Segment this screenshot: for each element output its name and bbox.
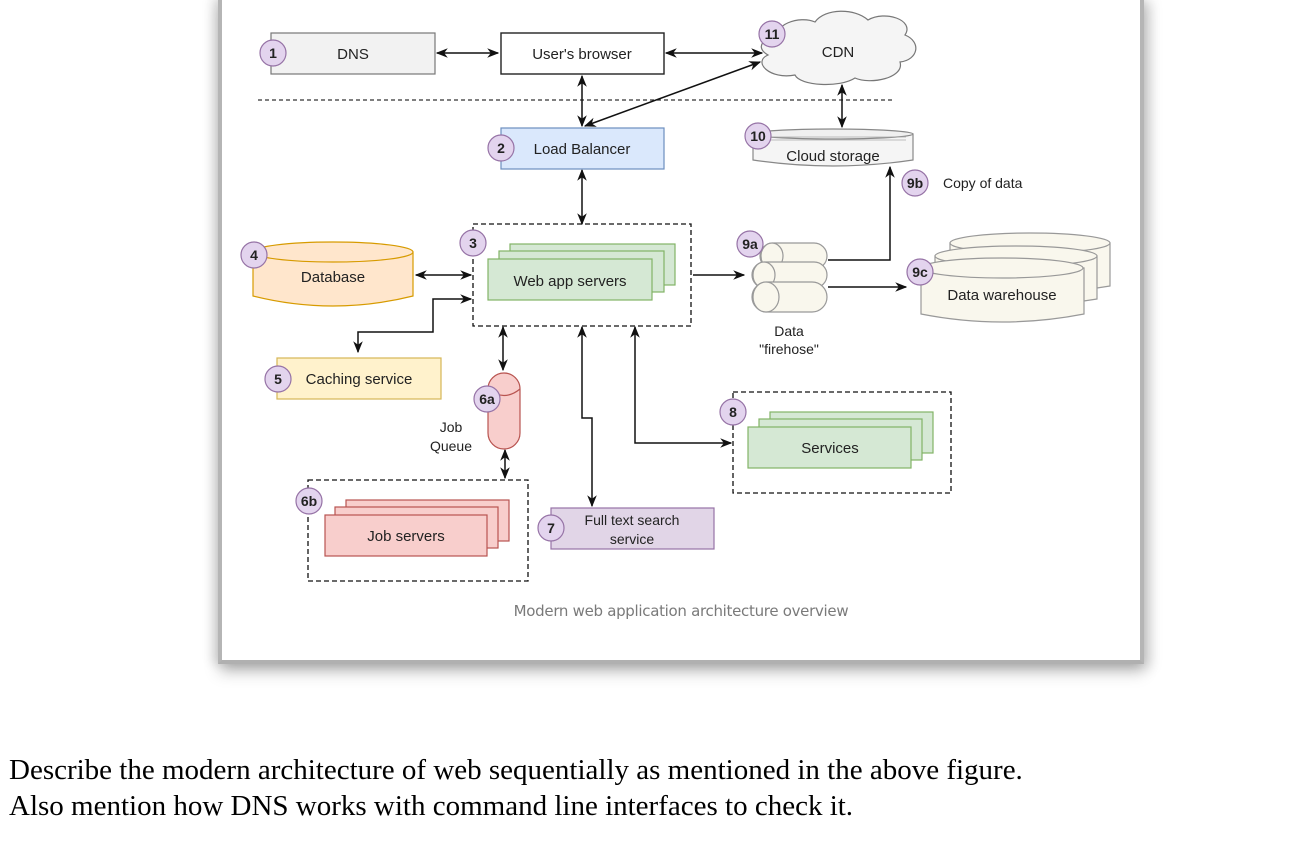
caching-service-node: Caching service bbox=[276, 357, 442, 400]
database-label: Database bbox=[301, 269, 365, 286]
edge-loadbalancer-cdn bbox=[583, 61, 762, 127]
badges: 1 2 3 4 5 6a 6b 7 8 9a 9b 9c 10 11 bbox=[240, 20, 934, 542]
services-group: Services bbox=[732, 391, 952, 494]
badge-3: 3 bbox=[459, 229, 487, 257]
data-firehose-node bbox=[751, 242, 828, 313]
badge-9c: 9c bbox=[906, 258, 934, 286]
load-balancer-node: Load Balancer bbox=[500, 127, 665, 170]
svg-text:3: 3 bbox=[469, 235, 477, 251]
svg-text:9c: 9c bbox=[912, 264, 928, 280]
job-servers-label: Job servers bbox=[367, 528, 445, 545]
dns-label: DNS bbox=[337, 46, 369, 63]
badge-8: 8 bbox=[719, 398, 747, 426]
svg-text:7: 7 bbox=[547, 520, 555, 536]
cdn-node: CDN bbox=[760, 10, 917, 86]
svg-text:5: 5 bbox=[274, 371, 282, 387]
question-line-1: Describe the modern architecture of web … bbox=[9, 754, 1023, 786]
firehose-label-line2: "firehose" bbox=[759, 341, 819, 357]
svg-text:6a: 6a bbox=[479, 391, 495, 407]
firehose-label-line1: Data bbox=[774, 323, 804, 339]
svg-text:10: 10 bbox=[750, 128, 766, 144]
badge-6a: 6a bbox=[473, 385, 501, 413]
badge-7: 7 bbox=[537, 514, 565, 542]
copy-of-data-label: Copy of data bbox=[943, 175, 1023, 191]
badge-9a: 9a bbox=[736, 230, 764, 258]
data-warehouse-node bbox=[920, 232, 1111, 323]
full-text-search-label-line1: Full text search bbox=[585, 512, 680, 528]
web-app-servers-label: Web app servers bbox=[513, 273, 626, 290]
browser-node: User's browser bbox=[500, 32, 665, 75]
badge-2: 2 bbox=[487, 134, 515, 162]
dns-node: DNS bbox=[270, 32, 436, 75]
question-text: Describe the modern architecture of web … bbox=[9, 752, 1289, 824]
full-text-search-node: Full text search service bbox=[550, 507, 715, 550]
job-queue-label-line2: Queue bbox=[430, 438, 472, 454]
caching-service-label: Caching service bbox=[306, 371, 413, 388]
svg-text:6b: 6b bbox=[301, 493, 317, 509]
architecture-diagram: DNS User's browser CDN Load Balancer Clo… bbox=[240, 10, 1111, 582]
svg-text:4: 4 bbox=[250, 247, 258, 263]
edge-caching-webapp bbox=[353, 294, 473, 354]
edge-webapp-fulltextsearch bbox=[577, 325, 597, 508]
cloud-storage-label: Cloud storage bbox=[786, 148, 879, 165]
badge-1: 1 bbox=[259, 39, 287, 67]
figure-caption: Modern web application architecture over… bbox=[513, 602, 849, 620]
svg-text:2: 2 bbox=[497, 140, 505, 156]
web-app-servers-group: Web app servers bbox=[472, 223, 692, 327]
badge-9b: 9b bbox=[901, 169, 929, 197]
svg-text:1: 1 bbox=[269, 45, 277, 61]
svg-text:9a: 9a bbox=[742, 236, 758, 252]
edge-webapp-services bbox=[630, 325, 733, 448]
svg-text:11: 11 bbox=[765, 26, 780, 42]
cdn-label: CDN bbox=[822, 44, 855, 61]
database-node: Database bbox=[252, 241, 414, 307]
full-text-search-label-line2: service bbox=[610, 531, 655, 547]
data-warehouse-label: Data warehouse bbox=[947, 287, 1056, 304]
edge-firehose-cloudstorage bbox=[828, 165, 895, 261]
job-servers-group: Job servers bbox=[307, 479, 529, 582]
badge-10: 10 bbox=[744, 122, 772, 150]
services-label: Services bbox=[801, 440, 859, 457]
cloud-storage-node: Cloud storage bbox=[752, 128, 914, 167]
svg-text:9b: 9b bbox=[907, 175, 923, 191]
job-queue-label-line1: Job bbox=[440, 419, 463, 435]
badge-11: 11 bbox=[758, 20, 786, 48]
badge-6b: 6b bbox=[295, 487, 323, 515]
browser-label: User's browser bbox=[532, 46, 632, 63]
badge-4: 4 bbox=[240, 241, 268, 269]
edges bbox=[353, 48, 908, 508]
badge-5: 5 bbox=[264, 365, 292, 393]
question-line-2: Also mention how DNS works with command … bbox=[9, 790, 854, 822]
load-balancer-label: Load Balancer bbox=[534, 141, 631, 158]
svg-text:8: 8 bbox=[729, 404, 737, 420]
